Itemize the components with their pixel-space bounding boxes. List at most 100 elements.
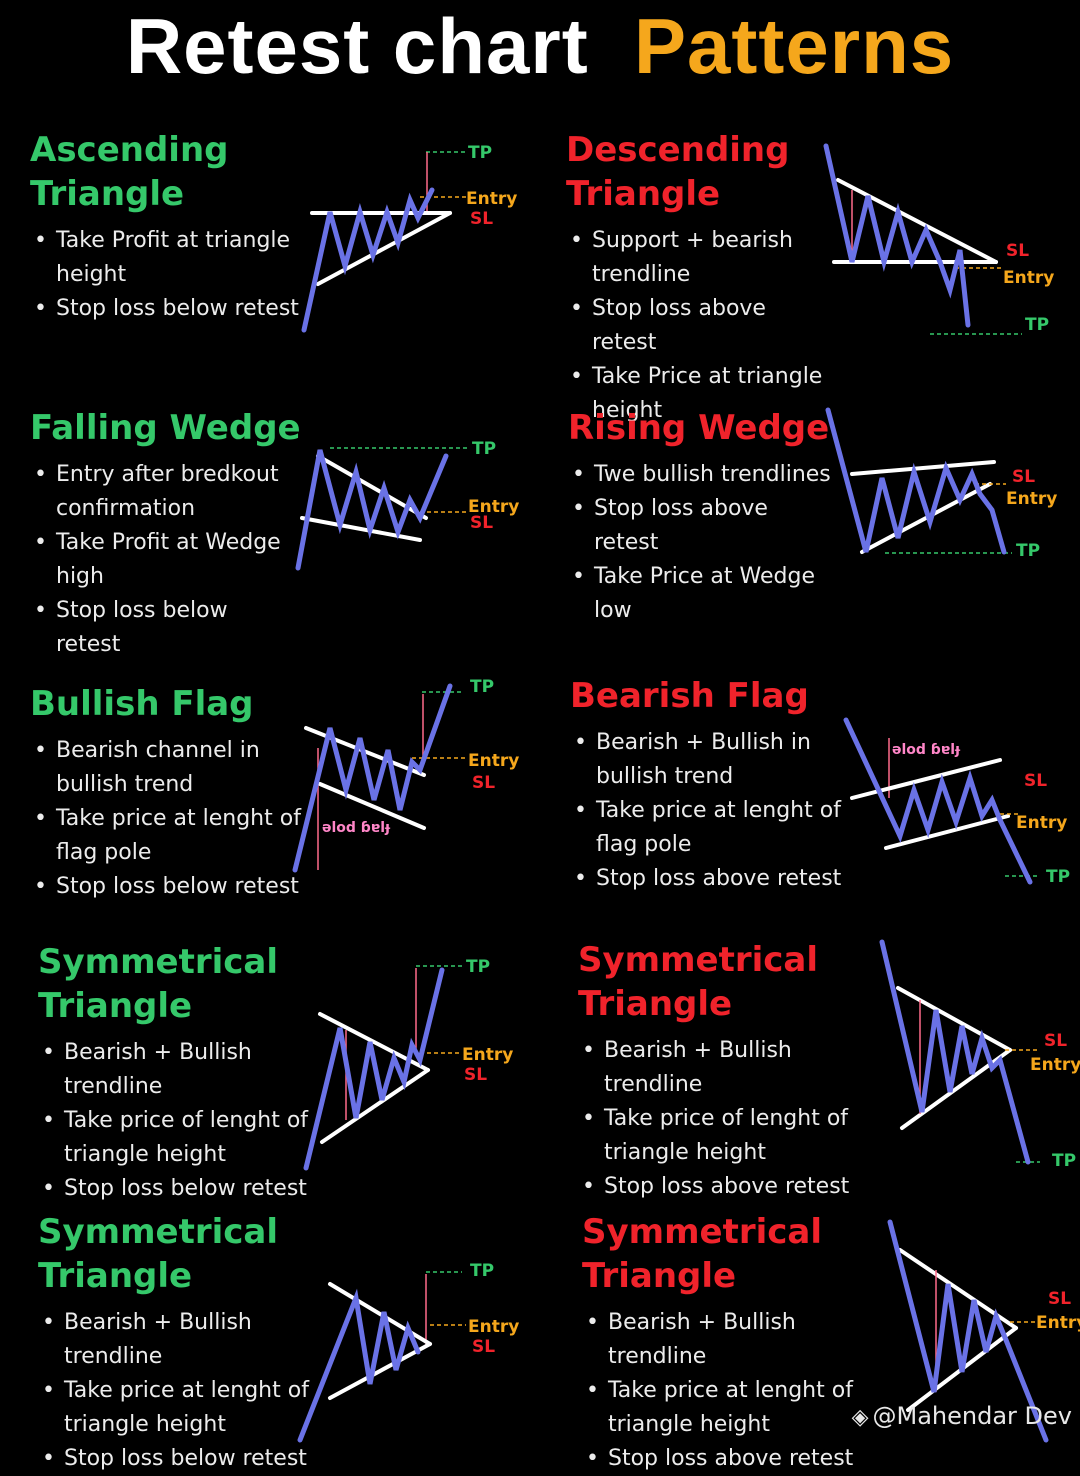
upper-trendline: [850, 460, 996, 476]
binance-icon: ◈: [851, 1405, 869, 1430]
bearish-flag-diagram: ǝlod ɓɐlɟ SL Entry TP: [843, 717, 1070, 887]
bullet-item: Take Profit at Wedge high: [34, 526, 291, 594]
bullet-item: Bearish + Bullish trendline: [586, 1306, 883, 1374]
bullet-item: Stop loss above retest: [574, 862, 861, 896]
tp-label: TP: [466, 957, 490, 977]
price-line: [823, 143, 971, 328]
bullet-item: Stop loss below retest: [34, 870, 331, 904]
entry-label: Entry: [466, 189, 517, 209]
symmetrical-triangle-1-diagram: TP Entry SL: [303, 957, 513, 1171]
symmetrical-triangle-2-diagram: SL Entry TP: [879, 939, 1080, 1171]
pattern-symmetrical-triangle-2: Symmetrical Triangle Bearish + Bullish t…: [578, 938, 1080, 1204]
pattern-ascending-triangle: Ascending Triangle Take Profit at triang…: [30, 128, 570, 326]
bullet-item: Bearish + Bullish trendline: [582, 1034, 879, 1102]
bullet-item: Take Price at Wedge low: [572, 560, 839, 628]
sl-label: SL: [472, 1337, 495, 1357]
pattern-title: Ascending: [30, 130, 229, 170]
sl-label: SL: [1048, 1289, 1071, 1309]
title-part-white: Retest chart: [125, 2, 589, 90]
bullish-flag-diagram: TP Entry SL ǝlod ɓɐlɟ: [292, 677, 519, 873]
pattern-title-line2: Triangle: [38, 986, 193, 1026]
bullet-item: Bearish + Bullish trendline: [42, 1036, 339, 1104]
pattern-title: Rising Wedge: [568, 408, 830, 448]
sl-label: SL: [1006, 241, 1029, 261]
sl-label: SL: [1024, 771, 1047, 791]
price-line: [292, 683, 453, 873]
tp-label: TP: [1016, 541, 1040, 561]
symmetrical-triangle-3-diagram: TP Entry SL: [297, 1261, 519, 1443]
sl-label: SL: [1012, 467, 1035, 487]
entry-label: Entry: [462, 1045, 513, 1065]
pattern-title: Symmetrical: [582, 1212, 822, 1252]
entry-label: Entry: [1003, 268, 1054, 288]
pattern-bullish-flag: Bullish Flag Bearish channel in bullish …: [30, 682, 570, 904]
pattern-bearish-flag: Bearish Flag Bearish + Bullish in bullis…: [570, 674, 1080, 896]
bullet-item: Bearish channel in bullish trend: [34, 734, 331, 802]
tp-label: TP: [470, 677, 494, 697]
pattern-symmetrical-triangle-1: Symmetrical Triangle Bearish + Bullish t…: [38, 940, 578, 1206]
pattern-title: Symmetrical: [578, 940, 818, 980]
price-line: [301, 187, 435, 333]
tp-label: TP: [468, 143, 492, 163]
descending-triangle-diagram: SL Entry TP: [823, 143, 1054, 335]
tp-label: TP: [1052, 1151, 1076, 1171]
pattern-title: Symmetrical: [38, 1212, 278, 1252]
lower-trendline: [860, 482, 992, 554]
bullet-item: Stop loss below retest: [34, 292, 311, 326]
falling-wedge-diagram: TP Entry SL: [295, 439, 519, 571]
support-trendline: [316, 211, 452, 286]
price-line: [887, 1219, 1049, 1443]
bullet-item: Twe bullish trendlines: [572, 458, 839, 492]
symmetrical-triangle-4-diagram: SL Entry: [887, 1219, 1080, 1443]
bullet-item: Take price at lenght of triangle height: [586, 1374, 883, 1442]
bullet-item: Take price at lenght of triangle height: [42, 1374, 339, 1442]
resistance-trendline: [836, 178, 998, 264]
bullet-item: Stop loss above retest: [572, 492, 839, 560]
pattern-title: Symmetrical: [38, 942, 278, 982]
upper-trendline: [896, 986, 1012, 1052]
pattern-title-line2: Triangle: [582, 1256, 737, 1296]
bullet-item: Stop loss below retest: [42, 1442, 339, 1476]
pattern-title: Bearish Flag: [570, 676, 809, 716]
bullet-item: Stop loss above retest: [582, 1170, 879, 1204]
bullet-item: Stop loss above retest: [586, 1442, 883, 1476]
price-line: [825, 407, 1007, 555]
tp-label: TP: [470, 1261, 494, 1281]
pattern-title: Descending: [566, 130, 790, 170]
bullet-item: Stop loss below retest: [34, 594, 291, 662]
bullet-item: Bearish + Bullish in bullish trend: [574, 726, 861, 794]
bullet-item: Bearish + Bullish trendline: [42, 1306, 339, 1374]
bullet-item: Take Profit at triangle height: [34, 224, 311, 292]
price-line: [295, 449, 449, 571]
tp-label: TP: [1046, 867, 1070, 887]
page-title: Retest chart Patterns: [0, 0, 1080, 100]
sl-label: SL: [464, 1065, 487, 1085]
price-line: [297, 1288, 421, 1443]
tp-label: TP: [1025, 315, 1049, 335]
pattern-descending-triangle: Descending Triangle Support + bearish tr…: [566, 128, 1080, 428]
rising-wedge-diagram: SL Entry TP: [825, 407, 1057, 561]
bullet-item: Take price of lenght of triangle height: [582, 1102, 879, 1170]
upper-trendline: [328, 1282, 432, 1346]
pattern-title: Falling Wedge: [30, 408, 301, 448]
bullet-item: Take Price at triangle height: [570, 360, 837, 428]
watermark: ◈@Mahendar Dev: [852, 1402, 1072, 1430]
pattern-falling-wedge: Falling Wedge Entry after bredkout confi…: [30, 406, 570, 662]
entry-label: Entry: [1016, 813, 1067, 833]
title-part-orange: Patterns: [634, 2, 955, 90]
entry-label: Entry: [1036, 1313, 1080, 1333]
upper-channel-line: [884, 814, 1010, 850]
lower-channel-line: [318, 782, 426, 830]
pattern-title-line2: Triangle: [566, 174, 721, 214]
bullet-item: Take price of lenght of triangle height: [42, 1104, 339, 1172]
sl-label: SL: [1044, 1031, 1067, 1051]
flag-pole-label: ǝlod ɓɐlɟ: [892, 742, 961, 758]
entry-label: Entry: [1030, 1055, 1080, 1075]
lower-trendline: [300, 516, 422, 542]
pattern-title: Bullish Flag: [30, 684, 254, 724]
watermark-text: @Mahendar Dev: [872, 1402, 1073, 1430]
bullet-item: Entry after bredkout confirmation: [34, 458, 291, 526]
ascending-triangle-diagram: TP Entry SL: [301, 143, 517, 333]
entry-label: Entry: [468, 1317, 519, 1337]
pattern-title-line2: Triangle: [30, 174, 185, 214]
